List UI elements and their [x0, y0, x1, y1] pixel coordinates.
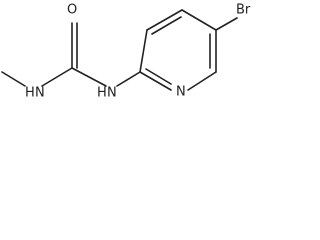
right-nh-ring-bond: [116, 71, 141, 87]
ring-bond-n1-c2: [139, 71, 172, 91]
oxygen-label: O: [67, 3, 77, 18]
ring-bond-c6-n1: [187, 71, 217, 91]
left-nh-carbonyl-bond: [41, 67, 73, 87]
pyridine-nitrogen-label: N: [176, 85, 186, 100]
ring-bond-c2-c3: [139, 29, 148, 73]
ring-bond-c3-c4-inner: [151, 16, 182, 35]
bromine-label: Br: [236, 3, 251, 18]
ring-bond-c3-c4: [146, 9, 183, 31]
right-nh-h-label: H: [97, 86, 107, 101]
chemical-structure-diagram: O H N H N N Br: [1, 3, 251, 101]
right-nh-n-label: N: [107, 86, 117, 101]
left-nh-n-label: N: [35, 86, 45, 101]
left-nh-h-label: H: [25, 86, 35, 101]
ring-bond-n1-c2-inner: [145, 68, 172, 85]
ring-bond-c4-c5: [181, 9, 217, 31]
carbonyl-right-nh-bond: [71, 67, 107, 87]
ring-bromine-bond: [215, 17, 238, 31]
methyl-nh-bond: [1, 71, 26, 87]
